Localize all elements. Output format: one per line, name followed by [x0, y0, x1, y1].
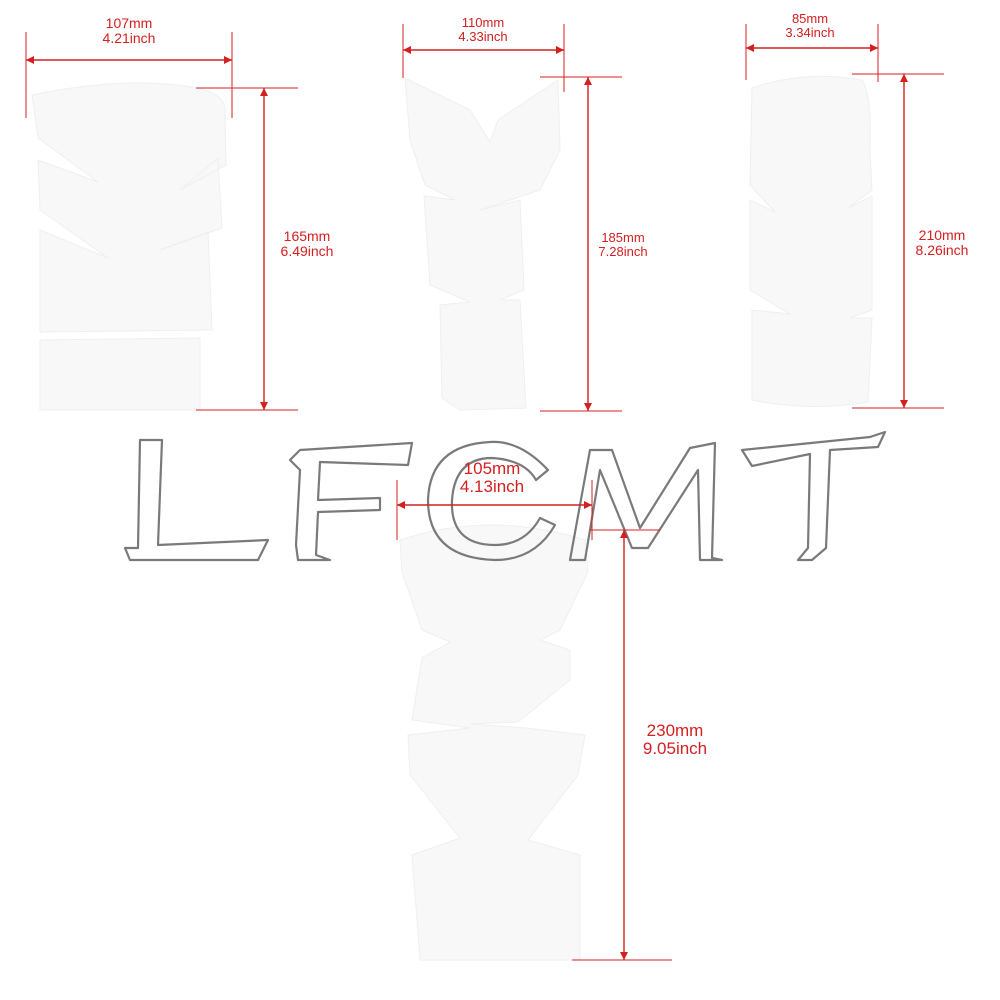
pad-4-width-mm: 105mm: [463, 459, 521, 478]
pad-2-width-label: 110mm 4.33inch: [433, 16, 533, 43]
pad-2-shape: [404, 77, 561, 411]
pad-3-height-mm: 210mm: [918, 227, 966, 243]
lfcmt-logo: [123, 430, 887, 562]
pad-2-width-inch: 4.33inch: [458, 28, 508, 44]
pad-3-height-label: 210mm 8.26inch: [892, 228, 992, 257]
pad-2-height-dimension: [540, 76, 622, 412]
pad-1-width-inch: 4.21inch: [102, 29, 156, 46]
pad-1-height-mm: 165mm: [283, 228, 331, 244]
pad-1-width-label: 107mm 4.21inch: [79, 16, 179, 45]
pad-2-width-mm: 110mm: [461, 15, 505, 30]
pad-2-width-dimension: [402, 24, 565, 92]
pad-4-width-inch: 4.13inch: [459, 476, 525, 496]
pad-3-width-label: 85mm 3.34inch: [760, 12, 860, 39]
pad-2-height-mm: 185mm: [601, 230, 645, 245]
pad-4-height-inch: 9.05inch: [642, 738, 708, 758]
pad-3-width-dimension: [745, 24, 879, 82]
pad-1-height-inch: 6.49inch: [280, 242, 334, 259]
pad-2-height-label: 185mm 7.28inch: [573, 231, 673, 258]
pad-3-shape: [749, 75, 873, 408]
pad-4-height-label: 230mm 9.05inch: [615, 722, 735, 758]
pad-1-width-mm: 107mm: [105, 15, 153, 31]
pad-1-height-dimension: [196, 87, 298, 411]
pad-4-height-mm: 230mm: [646, 721, 704, 740]
pad-2-height-inch: 7.28inch: [598, 243, 648, 259]
pad-3-height-dimension: [852, 73, 944, 409]
pad-1-height-label: 165mm 6.49inch: [257, 229, 357, 258]
pad-3-width-mm: 85mm: [791, 11, 829, 26]
pad-4-shape: [399, 524, 589, 961]
pad-4-height-dimension: [572, 529, 672, 961]
pad-3-width-inch: 3.34inch: [785, 24, 835, 40]
pad-3-height-inch: 8.26inch: [915, 241, 969, 258]
pad-4-width-label: 105mm 4.13inch: [432, 460, 552, 496]
pad-1-width-dimension: [25, 32, 233, 118]
pad-1-shape: [31, 82, 227, 411]
